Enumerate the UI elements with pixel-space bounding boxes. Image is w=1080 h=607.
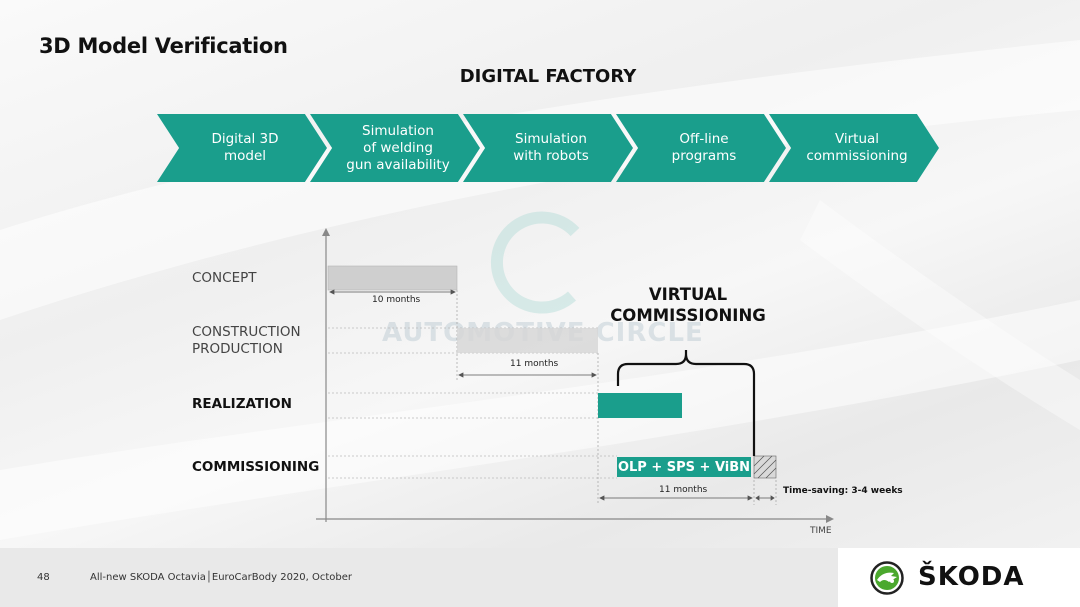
row-label-construction-production: CONSTRUCTION PRODUCTION xyxy=(192,324,301,357)
time-saving-hatch xyxy=(753,455,777,479)
row-label-concept: CONCEPT xyxy=(192,270,257,286)
time-saving-label: Time-saving: 3-4 weeks xyxy=(783,486,903,496)
row-label-commissioning: COMMISSIONING xyxy=(192,459,320,475)
process-step-digital-3d-model: Digital 3D model xyxy=(157,114,327,182)
commissioning-bar-label: OLP + SPS + ViBN xyxy=(617,457,751,477)
construction-bar xyxy=(457,328,598,353)
skoda-winged-arrow-icon xyxy=(870,561,904,595)
realization-bar xyxy=(598,393,682,418)
page-number: 48 xyxy=(37,572,50,583)
virtual-commissioning-brace xyxy=(616,350,756,456)
duration-arrows xyxy=(329,289,775,501)
slide-title: 3D Model Verification xyxy=(39,34,288,58)
x-axis-arrow xyxy=(826,515,834,523)
time-saving-hatch-bg xyxy=(753,455,777,479)
section-heading: DIGITAL FACTORY xyxy=(459,66,637,87)
concept-bar xyxy=(327,265,458,291)
concept-duration-label: 10 months xyxy=(372,295,421,305)
process-step-offline-programs: Off-line programs xyxy=(616,114,786,182)
virtual-commissioning-label: VIRTUAL COMMISSIONING xyxy=(610,285,766,325)
commissioning-duration-label: 11 months xyxy=(659,485,708,495)
process-step-robot-simulation: Simulation with robots xyxy=(463,114,633,182)
process-step-virtual-commissioning: Virtual commissioning xyxy=(769,114,939,182)
y-axis-arrow xyxy=(322,228,330,236)
footer-text: All-new SKODA Octavia│EuroCarBody 2020, … xyxy=(90,572,353,583)
process-step-welding-gun-simulation: Simulation of welding gun availability xyxy=(310,114,480,182)
brand-logo-text: ŠKODA xyxy=(918,562,1025,592)
x-axis-label: TIME xyxy=(810,526,832,536)
construction-duration-label: 11 months xyxy=(510,359,559,369)
row-label-realization: REALIZATION xyxy=(192,396,292,412)
